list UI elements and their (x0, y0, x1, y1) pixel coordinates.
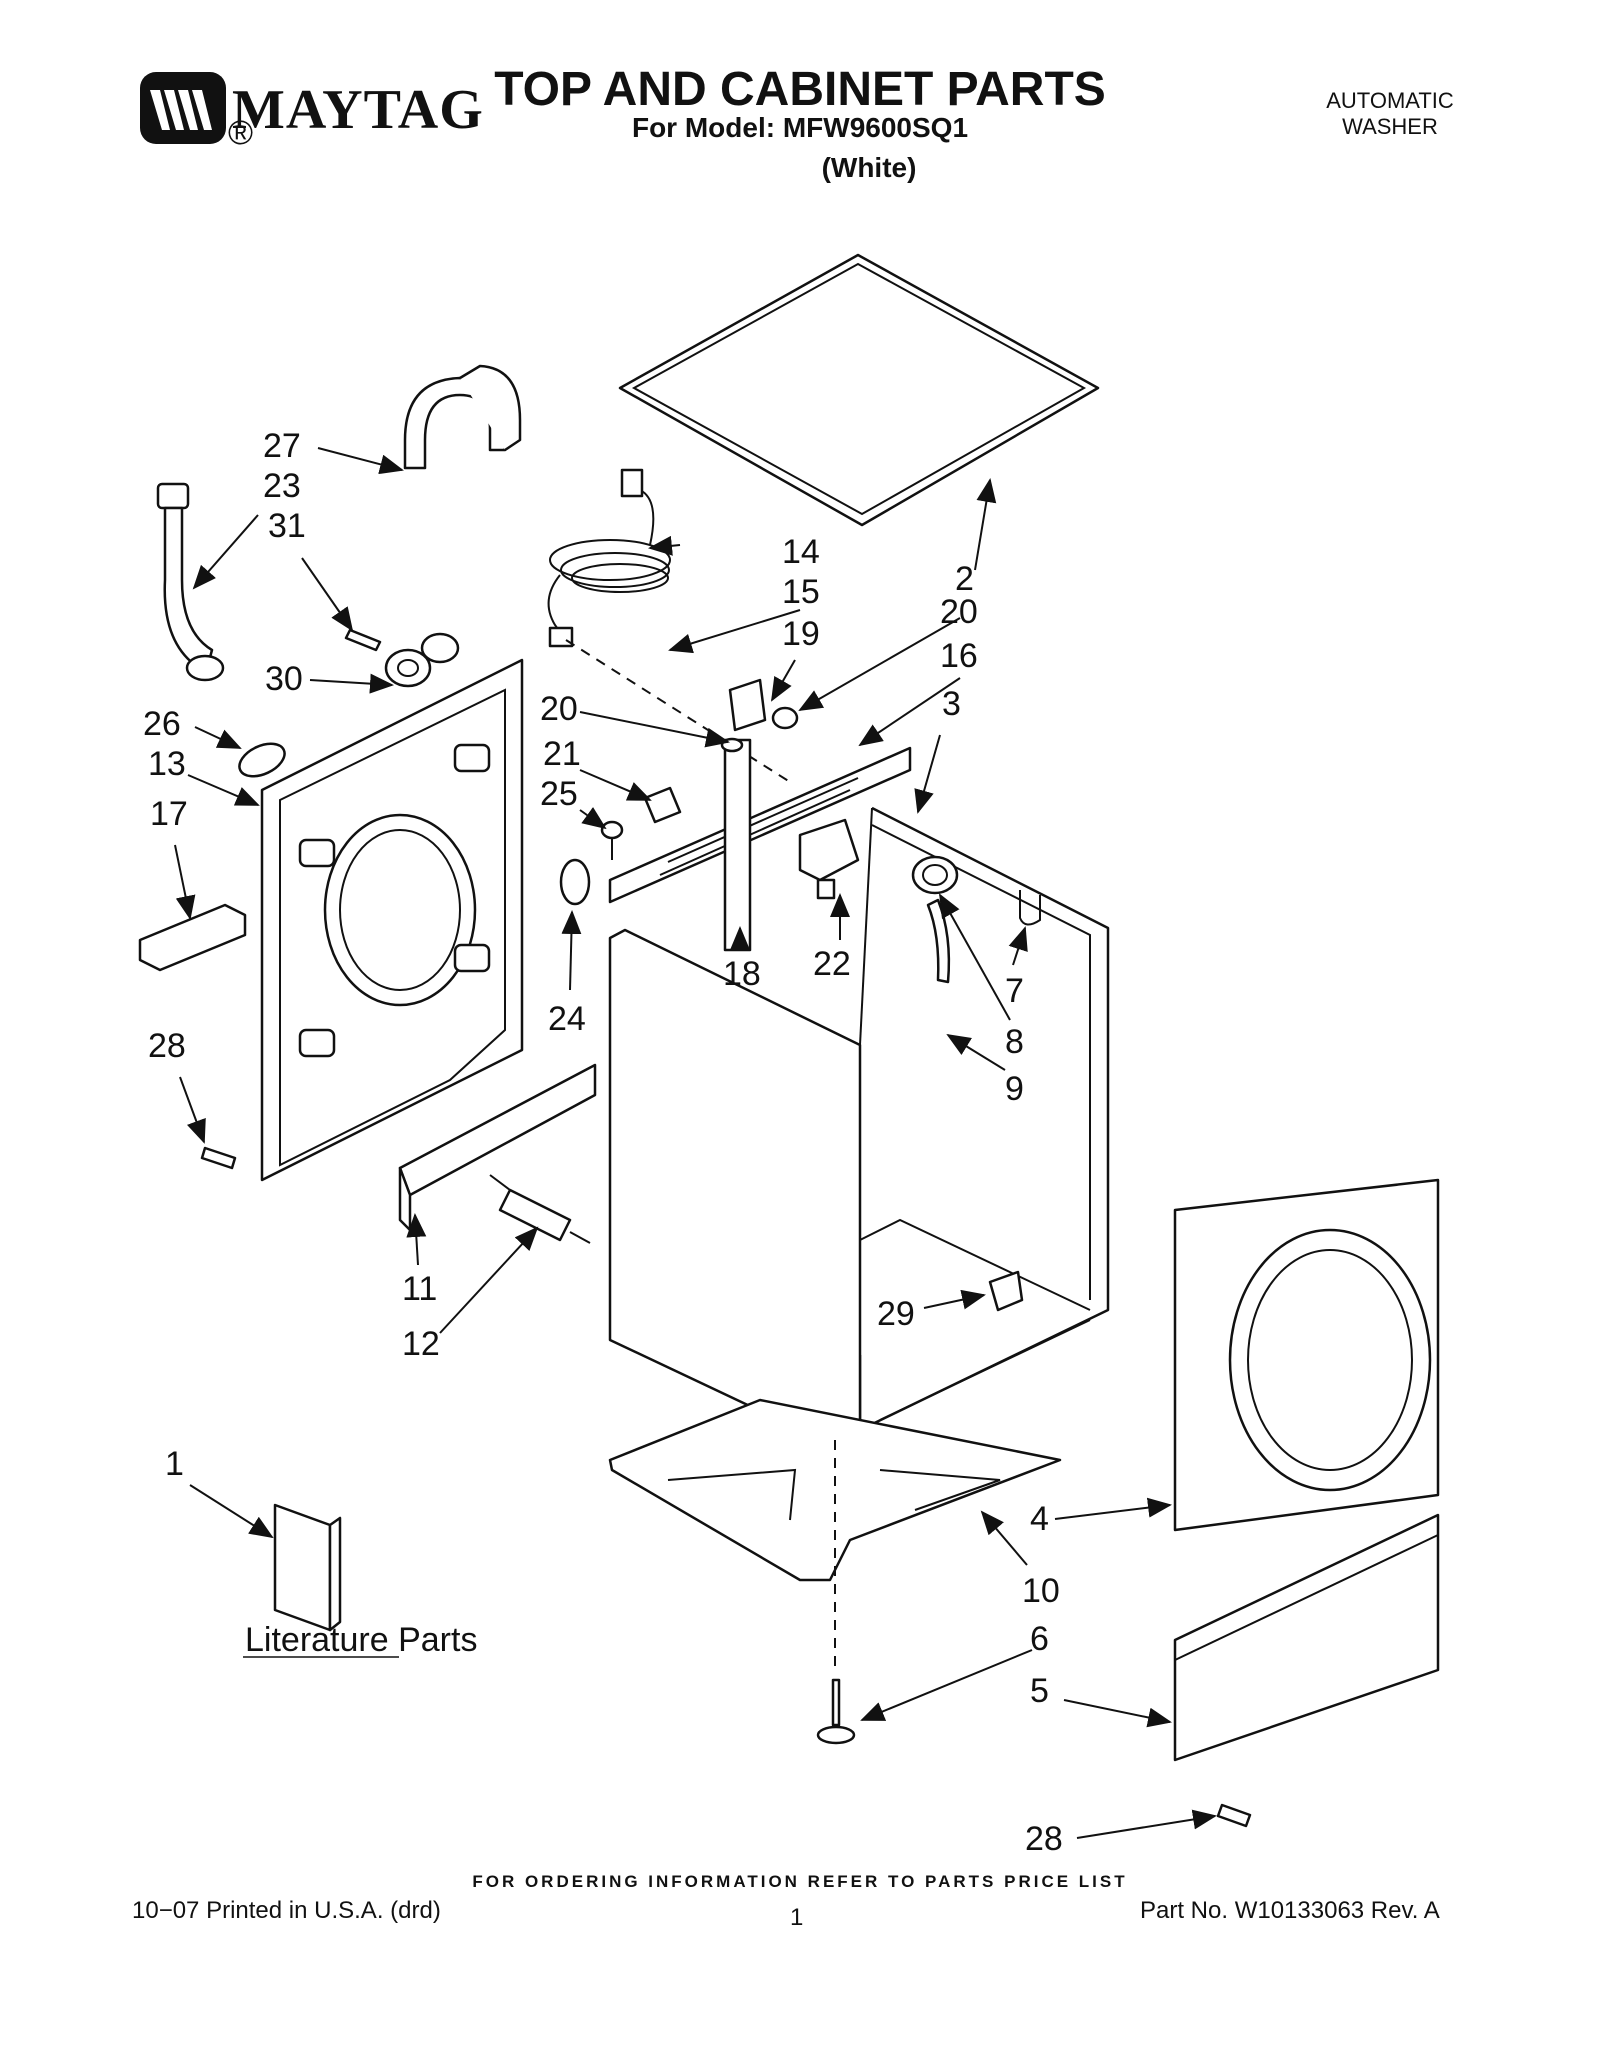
literature-label: Literature Parts (245, 1621, 477, 1659)
brand-name: MAYTAG (232, 79, 484, 141)
hose-guide (403, 364, 522, 470)
callout-5: 5 (1030, 1672, 1049, 1710)
callout-27: 27 (263, 427, 301, 465)
callout-11: 11 (402, 1270, 437, 1308)
leader-lines (174, 447, 1217, 1839)
inlet-hose (156, 482, 225, 682)
callout-16: 16 (940, 637, 978, 675)
color-line: (White) (821, 152, 917, 183)
inlet-valve (344, 628, 460, 688)
callout-28-right: 28 (1025, 1820, 1063, 1858)
cabinet (608, 806, 1110, 1460)
callout-21: 21 (543, 735, 581, 773)
top-panel (618, 253, 1100, 527)
front-panel (1173, 1178, 1440, 1532)
screw-left (200, 1146, 237, 1170)
page-number: 1 (790, 1904, 804, 1931)
literature-booklet (273, 1503, 342, 1632)
callout-20-left: 20 (540, 690, 578, 728)
callout-3: 3 (942, 685, 961, 723)
callout-28-left: 28 (148, 1027, 186, 1065)
screw-right (1216, 1803, 1252, 1828)
product-type-line2: WASHER (1342, 114, 1438, 139)
cabinet-clip (988, 1270, 1024, 1312)
product-type: AUTOMATIC WASHER (1300, 88, 1480, 140)
page-title: TOP AND CABINET PARTS (494, 63, 1106, 116)
callout-2: 2 (955, 560, 974, 598)
callout-29: 29 (877, 1295, 915, 1333)
rear-panel (260, 658, 524, 1182)
screw-25 (600, 820, 624, 860)
maytag-logo: ® (140, 70, 440, 152)
callout-7: 7 (1005, 972, 1024, 1010)
clamp (559, 858, 591, 906)
callout-6: 6 (1030, 1620, 1049, 1658)
print-info: 10−07 Printed in U.S.A. (drd) (132, 1897, 441, 1924)
model-line: For Model: MFW9600SQ1 (631, 112, 969, 143)
callout-20-right: 20 (940, 593, 978, 631)
product-type-line1: AUTOMATIC (1326, 88, 1454, 113)
callout-26: 26 (143, 705, 181, 743)
svg-text:®: ® (228, 114, 253, 150)
shock-absorber (489, 1174, 591, 1244)
callout-22: 22 (813, 945, 851, 983)
pressure-switch (911, 855, 959, 895)
water-valve (798, 818, 860, 900)
clip (643, 786, 682, 824)
toe-panel (1173, 1513, 1440, 1762)
callout-19: 19 (782, 615, 820, 653)
grommet (238, 742, 286, 778)
callout-23: 23 (263, 467, 301, 505)
power-cord (547, 468, 671, 648)
callout-10: 10 (1022, 1572, 1060, 1610)
callout-18: 18 (723, 955, 761, 993)
base-plate (608, 1398, 1062, 1582)
callout-31: 31 (268, 507, 306, 545)
callout-1: 1 (165, 1445, 184, 1483)
callout-13: 13 (148, 745, 186, 783)
top-bracket (608, 746, 912, 904)
hose-clip (1019, 890, 1041, 926)
callout-25: 25 (540, 775, 578, 813)
callout-12: 12 (402, 1325, 440, 1363)
callout-17: 17 (150, 795, 188, 833)
callout-15: 15 (782, 573, 820, 611)
callout-numbers: 27 23 31 30 26 13 17 28 14 15 19 2 20 16… (143, 427, 1063, 1858)
bracket (138, 903, 247, 972)
drain-hose (720, 678, 799, 952)
callout-24: 24 (548, 1000, 586, 1038)
callout-14: 14 (782, 533, 820, 571)
callout-30: 30 (265, 660, 303, 698)
ordering-note: FOR ORDERING INFORMATION REFER TO PARTS … (472, 1872, 1128, 1891)
part-number: Part No. W10133063 Rev. A (1140, 1897, 1440, 1924)
callout-8: 8 (1005, 1023, 1024, 1061)
leveling-foot (816, 1678, 856, 1745)
callout-9: 9 (1005, 1070, 1024, 1108)
maytag-emblem-icon: ® (140, 72, 253, 152)
callout-4: 4 (1030, 1500, 1049, 1538)
